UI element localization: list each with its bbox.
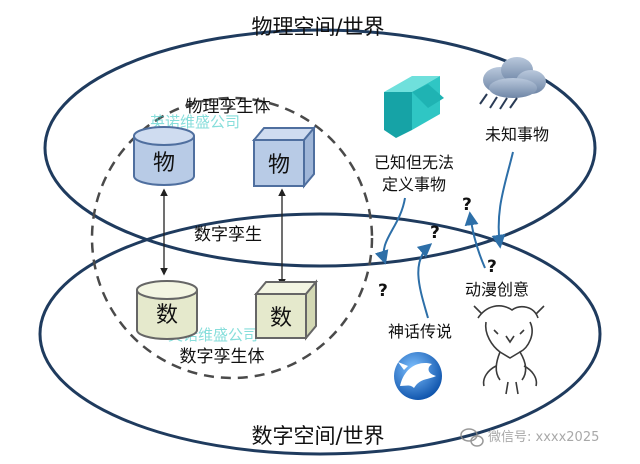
- wechat-watermark: 微信号: xxxx2025: [460, 428, 599, 447]
- physical-cube: 物: [251, 125, 317, 189]
- digital-cube: 数: [253, 279, 319, 341]
- digital-world-ellipse: [38, 212, 602, 456]
- storm-cloud-icon: [479, 57, 546, 110]
- monster-sketch-icon: [473, 305, 545, 395]
- question-mark-1: ?: [378, 281, 388, 301]
- unknown-label: 未知事物: [485, 125, 549, 144]
- digital-cylinder-text: 数: [156, 303, 178, 328]
- question-mark-3: ?: [462, 195, 472, 215]
- digital-twin-body-label: 数字孪生体: [180, 347, 265, 367]
- physical-twin-label: 物理孪生体: [186, 97, 271, 117]
- arrow-anime-up: [464, 211, 486, 269]
- physical-world-ellipse: [43, 28, 597, 268]
- teal-shape-icon: [384, 76, 444, 138]
- arrow-known-to-digital: [374, 197, 406, 265]
- known-undefined-label-line2: 定义事物: [382, 175, 446, 194]
- arrow-unknown-to-anime: [491, 151, 514, 249]
- physical-cylinder-text: 物: [153, 151, 175, 176]
- arrow-myth-up: [416, 243, 433, 319]
- wechat-watermark-text: 微信号: xxxx2025: [488, 430, 599, 445]
- myth-label: 神话传说: [388, 322, 452, 341]
- question-mark-4: ?: [487, 257, 497, 277]
- digital-twin-label: 数字孪生: [194, 225, 262, 245]
- digital-cube-text: 数: [270, 306, 292, 331]
- anime-label: 动漫创意: [465, 280, 529, 299]
- digital-cylinder: 数: [136, 280, 198, 340]
- dragon-logo-icon: [394, 352, 442, 400]
- physical-world-title: 物理空间/世界: [251, 15, 384, 39]
- question-mark-2: ?: [430, 223, 440, 243]
- twin-dashed-ellipse: [90, 96, 374, 380]
- physical-cylinder: 物: [133, 126, 195, 186]
- digital-world-title: 数字空间/世界: [251, 424, 384, 448]
- physical-cube-text: 物: [268, 153, 290, 178]
- known-undefined-label-line1: 已知但无法: [374, 153, 454, 172]
